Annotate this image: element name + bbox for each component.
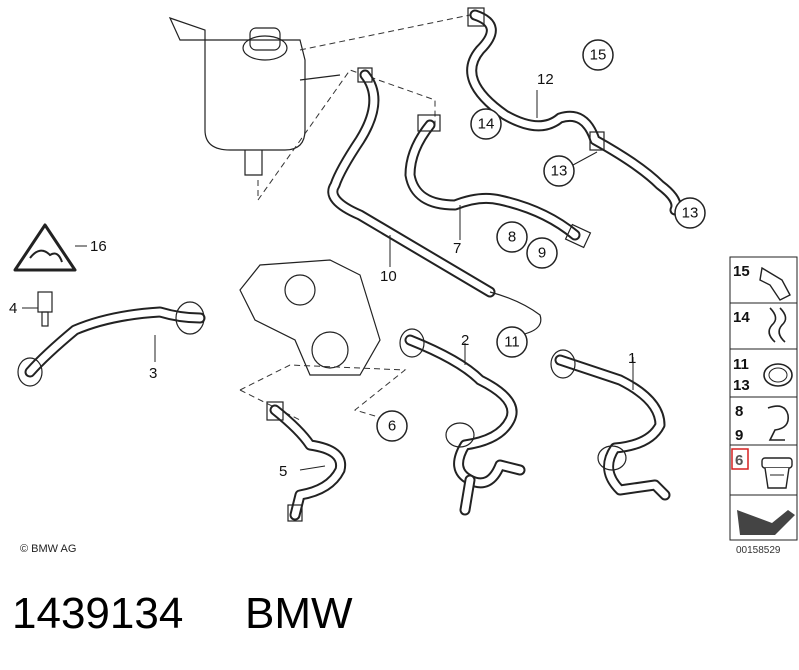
label-1: 1: [628, 350, 636, 367]
part-number: 1439134: [12, 589, 184, 638]
label-2: 2: [461, 332, 469, 349]
dash-pump-region-2: [239, 389, 301, 421]
label-5: 5: [279, 463, 287, 480]
svg-text:14: 14: [478, 116, 495, 133]
dash-pump-region: [239, 364, 407, 426]
sidebar-label: 13: [733, 377, 750, 394]
svg-text:8: 8: [508, 229, 516, 246]
hose-clamp-icon: [763, 363, 793, 387]
sidebar-label: 15: [733, 263, 750, 280]
label-3: 3: [149, 365, 157, 382]
sidebar-label: 9: [735, 427, 743, 444]
arrow-icon: [731, 496, 796, 539]
drawing-code: 00158529: [736, 545, 781, 556]
hose-7: [404, 114, 592, 249]
parts-sidebar: [729, 256, 798, 541]
sidebar-row-6[interactable]: 6: [731, 448, 793, 489]
sidebar-row-14[interactable]: 14: [733, 307, 787, 343]
hose-5: [266, 401, 347, 522]
label-12: 12: [537, 71, 554, 88]
connector-ring-icon: [761, 457, 793, 489]
callout-14: 14: [470, 108, 502, 140]
label-10: 10: [380, 268, 397, 285]
warning-triangle-icon: [13, 223, 77, 272]
selected-marker: [731, 448, 749, 470]
sidebar-label: 6: [735, 452, 743, 469]
svg-text:6: 6: [388, 418, 396, 435]
label-4: 4: [9, 300, 17, 317]
svg-text:9: 9: [538, 245, 546, 262]
sidebar-row-15[interactable]: 15: [733, 263, 791, 301]
callout-8: 8: [496, 221, 528, 253]
wire-clip-icon: [768, 307, 787, 343]
hose-10: [327, 67, 542, 336]
dash-tank-region: [257, 69, 436, 202]
sidebar-label: 11: [733, 356, 749, 373]
label-7: 7: [453, 240, 461, 257]
callout-13a: 13: [543, 155, 575, 187]
dash-tank-to-hose12: [299, 14, 471, 51]
sidebar-label: 8: [735, 403, 743, 420]
leader-lines: [22, 90, 634, 471]
svg-text:13: 13: [551, 163, 568, 180]
sidebar-row-11-13[interactable]: 11 13: [733, 356, 793, 394]
svg-text:15: 15: [590, 47, 607, 64]
hose-1: [550, 349, 671, 501]
svg-text:11: 11: [504, 334, 520, 351]
hose-clip-icon: [767, 405, 790, 441]
callout-6: 6: [376, 410, 408, 442]
hose-2: [399, 328, 526, 516]
expansion-tank: [168, 16, 341, 176]
callout-9: 9: [526, 237, 558, 269]
hose-12: [466, 7, 682, 216]
brand-name: BMW: [245, 589, 353, 638]
copyright-text: © BMW AG: [20, 543, 76, 555]
svg-text:13: 13: [682, 205, 699, 222]
sidebar-row-8-9[interactable]: 8 9: [735, 403, 790, 444]
water-pump: [239, 259, 381, 376]
callout-15: 15: [582, 39, 614, 71]
callout-13b: 13: [674, 197, 706, 229]
callout-11: 11: [496, 326, 528, 358]
sensor-4: [37, 291, 53, 327]
spring-clip-icon: [759, 266, 791, 301]
sidebar-label: 14: [733, 309, 750, 326]
hose-3: [17, 301, 206, 387]
label-16: 16: [90, 238, 107, 255]
